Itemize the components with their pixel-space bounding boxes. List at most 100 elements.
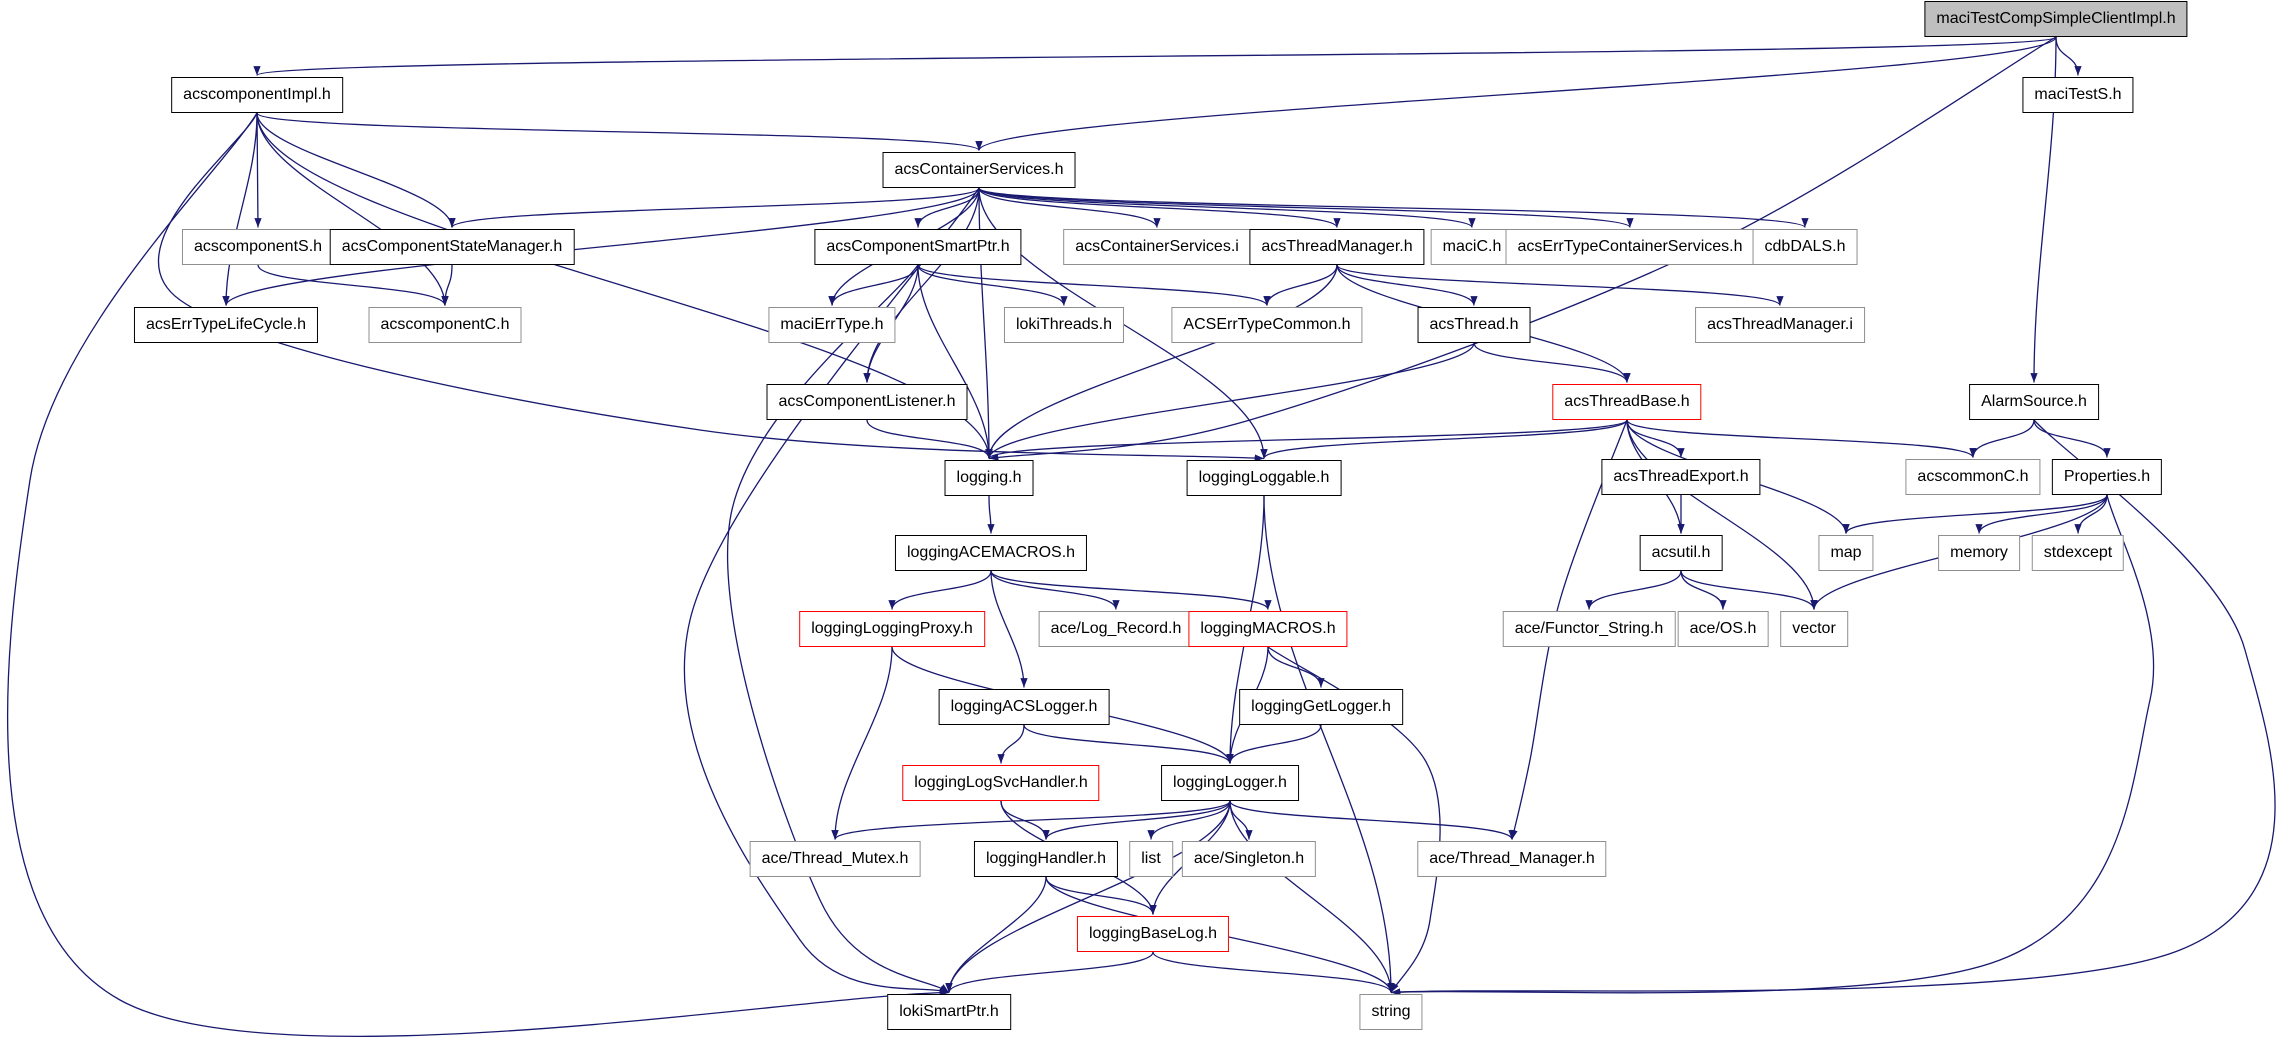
edge-alarmsource-h--acscommonc-h [1969,419,2035,458]
edge-loggingbaselog-h--string [1152,951,1395,993]
graph-node-list[interactable]: list [1129,841,1173,877]
edge-acscontainerservices-h--acscomponentstatemanager-h [448,187,980,229]
graph-node-ace-thread-mutex-h[interactable]: ace/Thread_Mutex.h [749,841,921,877]
graph-node-macitests-h[interactable]: maciTestS.h [2022,77,2134,113]
edge-acsthreadbase-h--vector [1626,419,1818,610]
edge-acscomponents-h--acscomponentc-h [257,264,449,306]
edge-loggingacemacros-h--ace-log-record-h [990,570,1120,610]
graph-node-vector[interactable]: vector [1780,611,1848,647]
graph-node-acscommonc-h[interactable]: acscommonC.h [1905,459,2041,495]
graph-node-stdexcept[interactable]: stdexcept [2031,535,2125,571]
graph-node-ace-singleton-h[interactable]: ace/Singleton.h [1181,841,1317,877]
edge-acscontainerservices-h--macic-h [978,187,1476,229]
edge-acscomponentsmartptr-h--macierrtype-h [828,264,919,306]
edge-loggingloggable-h--string [1263,495,1395,993]
graph-node-lokismartptr-h[interactable]: lokiSmartPtr.h [887,994,1011,1030]
graph-node-logginglogsvchandler-h[interactable]: loggingLogSvcHandler.h [902,765,1100,801]
edge-logging-h--loggingacemacros-h [987,495,995,534]
edge-logginglogger-h--list [1147,800,1231,840]
graph-node-logginghandler-h[interactable]: loggingHandler.h [973,841,1119,877]
graph-node-acsthreadmanager-h[interactable]: acsThreadManager.h [1249,229,1425,265]
graph-node-logginggetlogger-h[interactable]: loggingGetLogger.h [1239,689,1403,725]
edge-properties-h--memory [1975,494,2108,534]
edge-acsutil-h--ace-os-h [1680,570,1727,610]
graph-node-memory[interactable]: memory [1938,535,2020,571]
graph-node-loggingmacros-h[interactable]: loggingMACROS.h [1188,611,1348,647]
edge-acsthread-h--logging-h [985,342,1475,459]
edge-acsthreadmanager-h--logging-h [985,264,1338,459]
graph-node-acscomponentlistener-h[interactable]: acsComponentListener.h [766,384,968,420]
graph-node-macic-h[interactable]: maciC.h [1430,229,1514,265]
graph-node-ace-functor-string-h[interactable]: ace/Functor_String.h [1502,611,1676,647]
edge-acscomponentsmartptr-h--acserrtypecommon-h [917,264,1271,307]
edge-macitestcompsimpleclientimpl-h--macitests-h [2055,36,2082,76]
graph-node-acscontainerservices-h[interactable]: acsContainerServices.h [882,152,1076,188]
edge-logginglogger-h--logginghandler-h [1042,800,1231,840]
edge-alarmsource-h--string [1390,419,2276,996]
edge-acscomponentimpl-h--acserrtypelifecycle-h [222,112,258,306]
graph-node-acsthreadbase-h[interactable]: acsThreadBase.h [1552,384,1702,420]
graph-node-acscomponents-h[interactable]: acscomponentS.h [181,229,335,265]
edge-properties-h--stdexcept [2074,494,2108,534]
edge-alarmsource-h--properties-h [2033,419,2111,458]
graph-node-acscomponentc-h[interactable]: acscomponentC.h [368,307,522,343]
edge-logginghandler-h--loggingbaselog-h [1045,876,1157,915]
edge-acscontainerservices-h--acscomponentsmartptr-h [914,187,980,228]
graph-node-acscomponentstatemanager-h[interactable]: acsComponentStateManager.h [329,229,575,265]
edge-loggingbaselog-h--lokismartptr-h [945,951,1154,993]
edge-acsthreadbase-h--loggingloggable-h [1260,419,1628,460]
graph-node-loggingloggable-h[interactable]: loggingLoggable.h [1186,460,1342,496]
edge-loggingacemacros-h--loggingacslogger-h [990,570,1028,688]
edge-acsthreadmanager-h--acsthreadmanager-i [1336,264,1784,307]
graph-node-alarmsource-h[interactable]: AlarmSource.h [1969,384,2099,420]
edge-logginglogger-h--ace-thread-manager-h [1229,800,1516,840]
graph-node-ace-log-record-h[interactable]: ace/Log_Record.h [1038,611,1194,647]
edge-properties-h--map [1842,494,2108,534]
graph-node-ace-thread-manager-h[interactable]: ace/Thread_Manager.h [1417,841,1607,877]
edge-loggingloggingproxy-h--ace-thread-mutex-h [831,646,893,840]
graph-node-lokithreads-h[interactable]: lokiThreads.h [1003,307,1125,343]
graph-node-loggingacemacros-h[interactable]: loggingACEMACROS.h [894,535,1088,571]
graph-node-acscomponentimpl-h[interactable]: acscomponentImpl.h [171,77,343,113]
edge-logginglogger-h--string [1229,800,1395,993]
graph-node-acserrtypecontainerservices-h[interactable]: acsErrTypeContainerServices.h [1505,229,1755,265]
graph-node-loggingloggingproxy-h[interactable]: loggingLoggingProxy.h [799,611,985,647]
edge-logginghandler-h--lokismartptr-h [945,876,1047,993]
graph-node-acsutil-h[interactable]: acsutil.h [1639,535,1723,571]
graph-node-logging-h[interactable]: logging.h [944,460,1034,496]
graph-node-acsthreadexport-h[interactable]: acsThreadExport.h [1601,459,1761,495]
graph-node-map[interactable]: map [1818,535,1874,571]
edge-acscomponentimpl-h--acscontainerservices-h [256,112,983,152]
graph-node-ace-os-h[interactable]: ace/OS.h [1677,611,1769,647]
edge-macitestcompsimpleclientimpl-h--acscomponentimpl-h [254,36,2057,77]
graph-node-acserrtypecommon-h[interactable]: ACSErrTypeCommon.h [1171,307,1363,343]
edge-acscontainerservices-h--cdbdals-h [978,187,1809,229]
edge-acscomponentimpl-h--acscomponents-h [254,112,262,228]
edge-acsthreadbase-h--logging-h [985,419,1628,460]
graph-node-acscomponentsmartptr-h[interactable]: acsComponentSmartPtr.h [814,229,1022,265]
graph-node-loggingbaselog-h[interactable]: loggingBaseLog.h [1076,916,1230,952]
edge-loggingacslogger-h--logginglogger-h [1023,724,1234,764]
edge-acscontainerservices-h--acsthreadmanager-h [978,187,1341,229]
edge-acsthreadbase-h--acscommonc-h [1626,419,1977,459]
edge-acsutil-h--ace-functor-string-h [1585,570,1682,610]
graph-node-properties-h[interactable]: Properties.h [2051,459,2163,495]
graph-node-acserrtypelifecycle-h[interactable]: acsErrTypeLifeCycle.h [133,307,319,343]
edge-acsutil-h--vector [1680,570,1818,610]
edge-logginglogger-h--lokismartptr-h [945,800,1231,993]
graph-node-acscontainerservices-i[interactable]: acsContainerServices.i [1063,229,1251,265]
graph-node-macierrtype-h[interactable]: maciErrType.h [768,307,896,343]
edge-acscomponentsmartptr-h--lokithreads-h [917,264,1068,306]
edge-loggingacslogger-h--logginglogsvchandler-h [997,724,1025,764]
graph-node-string[interactable]: string [1359,994,1423,1030]
edge-acscomponentlistener-h--logging-h [866,419,993,459]
edge-acscontainerservices-h--acscontainerservices-i [978,187,1161,228]
edge-acsthreadbase-h--acsthreadexport-h [1626,419,1685,458]
graph-node-acsthread-h[interactable]: acsThread.h [1417,307,1531,343]
graph-node-cdbdals-h[interactable]: cdbDALS.h [1752,229,1858,265]
graph-node-logginglogger-h[interactable]: loggingLogger.h [1161,765,1299,801]
edge-acscomponentimpl-h--loggingloggable-h [157,112,1265,462]
graph-node-acsthreadmanager-i[interactable]: acsThreadManager.i [1695,307,1865,343]
graph-node-loggingacslogger-h[interactable]: loggingACSLogger.h [938,689,1110,725]
graph-node-macitestcompsimpleclientimpl-h: maciTestCompSimpleClientImpl.h [1924,1,2188,37]
